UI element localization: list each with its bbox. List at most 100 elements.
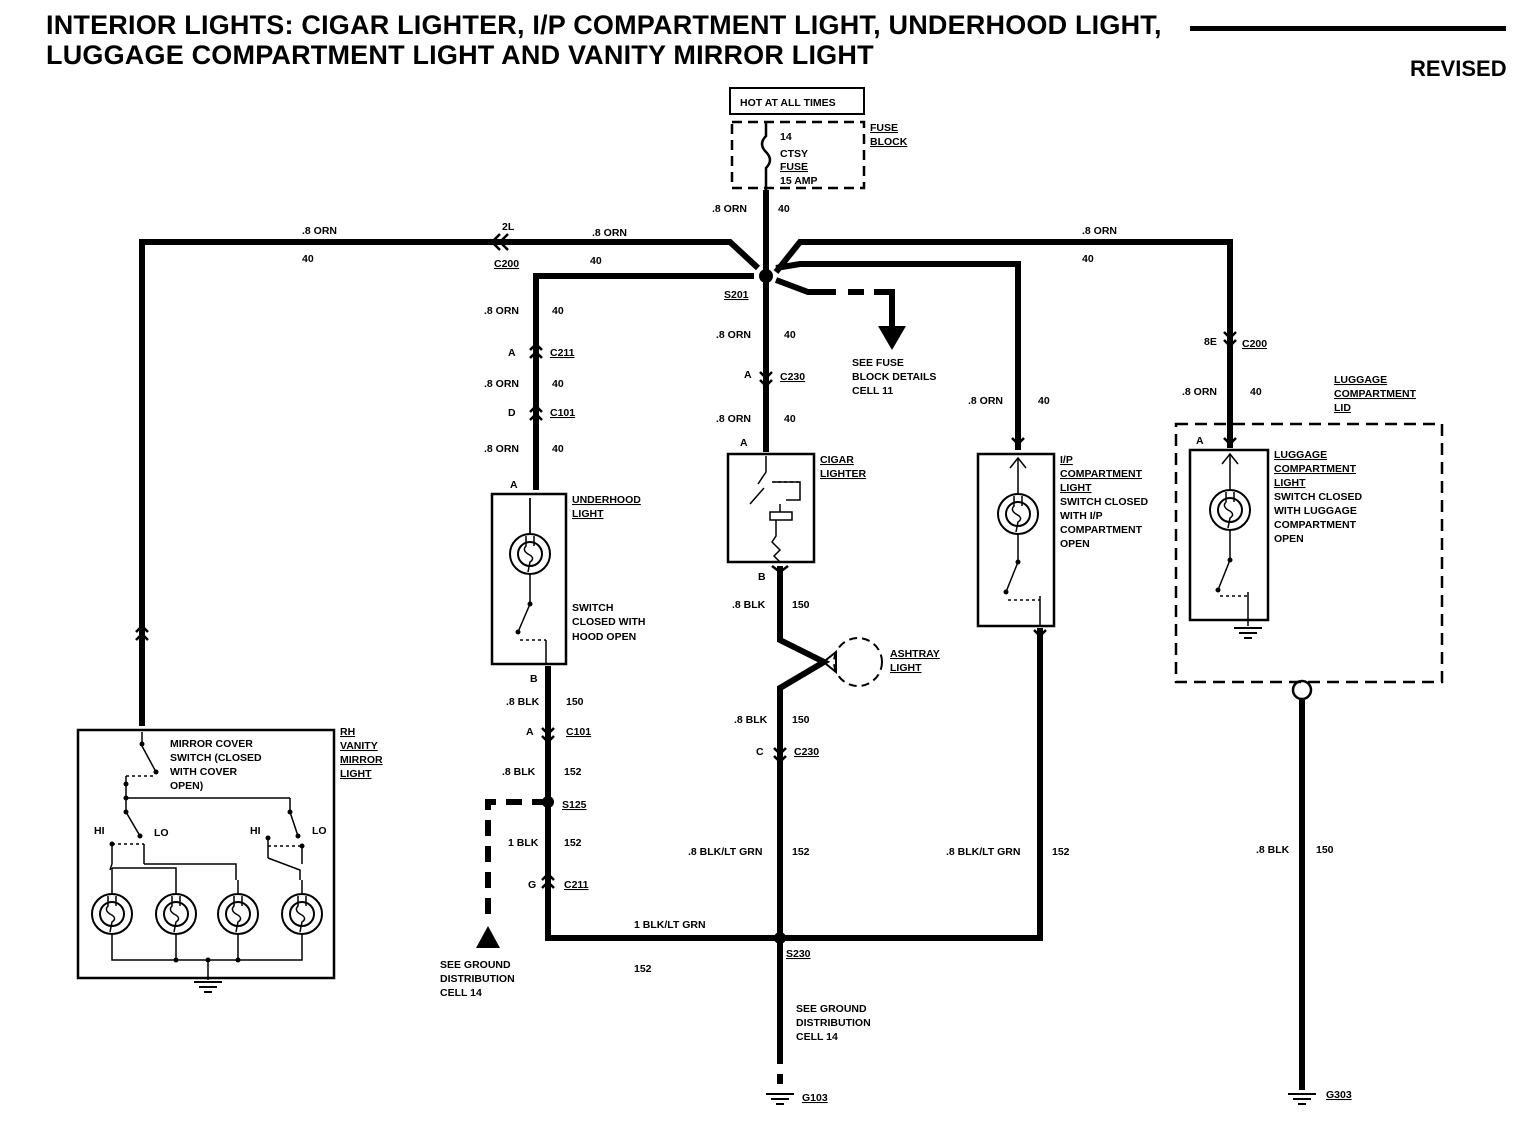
bottom-wire-color: 1 BLK/LT GRN bbox=[634, 919, 706, 931]
wire-to-underhood bbox=[533, 273, 754, 490]
ip-wire-color: .8 ORN bbox=[968, 395, 1003, 407]
fuse-name-1: CTSY bbox=[780, 148, 808, 160]
revised-label: REVISED bbox=[1410, 56, 1507, 81]
vanity-name-3: MIRROR bbox=[340, 754, 383, 766]
cig-wire2-circuit: 40 bbox=[784, 413, 796, 425]
diagram-title: INTERIOR LIGHTS: CIGAR LIGHTER, I/P COMP… bbox=[46, 10, 1162, 70]
wire-ip-ground bbox=[780, 628, 1043, 941]
c211-upper-label: C211 bbox=[550, 347, 575, 359]
mid-wire-color: .8 ORN bbox=[592, 227, 627, 239]
ground-dist-center-2: DISTRIBUTION bbox=[796, 1017, 871, 1029]
cig-wire1-color: .8 ORN bbox=[716, 329, 751, 341]
fuse-name-2: FUSE bbox=[780, 161, 808, 173]
wire-cigar-ground bbox=[777, 566, 831, 1060]
wire-to-fuse-details bbox=[774, 277, 836, 295]
cig-wire1-circuit: 40 bbox=[784, 329, 796, 341]
ip-switch-2: WITH I/P bbox=[1060, 510, 1103, 522]
left-wire-color: .8 ORN bbox=[302, 225, 337, 237]
underhood-pin-b: B bbox=[530, 673, 538, 685]
wire-to-ip bbox=[775, 261, 1021, 450]
luggage-name-3: LIGHT bbox=[1274, 477, 1306, 489]
ip-ltgrn-color: .8 BLK/LT GRN bbox=[946, 846, 1020, 858]
uh-blk1-color: .8 BLK bbox=[506, 696, 540, 708]
wiring bbox=[139, 190, 1305, 1090]
c101-pin-d: D bbox=[508, 407, 516, 419]
cigar-pin-a: A bbox=[740, 437, 748, 449]
underhood-switch-3: HOOD OPEN bbox=[572, 631, 636, 643]
wire-underhood-ground bbox=[545, 666, 780, 941]
underhood-light-box bbox=[490, 492, 568, 666]
underhood-pin-a: A bbox=[510, 479, 518, 491]
fuse-details-1: SEE FUSE bbox=[852, 357, 904, 369]
uh-blk3-circuit: 152 bbox=[564, 837, 582, 849]
cig-ltgrn-color: .8 BLK/LT GRN bbox=[688, 846, 762, 858]
ip-name-2: COMPARTMENT bbox=[1060, 468, 1143, 480]
ip-light-box bbox=[976, 452, 1056, 628]
c230-upper-label: C230 bbox=[780, 371, 805, 383]
ground-dist-left-3: CELL 14 bbox=[440, 987, 482, 999]
header-rule bbox=[1190, 26, 1506, 31]
fuse-number: 14 bbox=[780, 131, 792, 143]
fuse-details-leader bbox=[884, 289, 895, 330]
c230-pin-a: A bbox=[744, 369, 752, 381]
c211-pin-g: G bbox=[528, 879, 536, 891]
vanity-switch-1: MIRROR COVER bbox=[170, 738, 253, 750]
lug-blk-circuit: 150 bbox=[1316, 844, 1334, 856]
feed-wire-color: .8 ORN bbox=[712, 203, 747, 215]
fuse-amp: 15 AMP bbox=[780, 175, 818, 187]
cig-wire2-color: .8 ORN bbox=[716, 413, 751, 425]
vanity-hi-right: HI bbox=[250, 825, 261, 837]
c200-left-pin: 2L bbox=[502, 221, 515, 233]
luggage-light-box bbox=[1188, 448, 1270, 622]
c101-upper-label: C101 bbox=[550, 407, 575, 419]
uh-blk3-color: 1 BLK bbox=[508, 837, 539, 849]
vanity-mirror-box bbox=[76, 728, 336, 980]
uh-wire3-color: .8 ORN bbox=[484, 443, 519, 455]
underhood-name-2: LIGHT bbox=[572, 508, 604, 520]
vanity-switch-2: SWITCH (CLOSED bbox=[170, 752, 262, 764]
cigar-pin-b: B bbox=[758, 571, 766, 583]
luggage-switch-1: SWITCH CLOSED bbox=[1274, 491, 1362, 503]
ip-ltgrn-circuit: 152 bbox=[1052, 846, 1070, 858]
g303-ground-icon bbox=[1287, 1093, 1317, 1105]
luggage-name-1: LUGGAGE bbox=[1274, 449, 1327, 461]
lug-wire-color: .8 ORN bbox=[1182, 386, 1217, 398]
vanity-hi-left: HI bbox=[94, 825, 105, 837]
g103-label: G103 bbox=[802, 1092, 828, 1104]
splices bbox=[542, 269, 786, 944]
wire-to-vanity bbox=[139, 239, 761, 726]
hot-box bbox=[729, 87, 865, 115]
underhood-switch-1: SWITCH bbox=[572, 602, 613, 614]
right-wire-color: .8 ORN bbox=[1082, 225, 1117, 237]
fuse-block-2: BLOCK bbox=[870, 136, 908, 148]
c200-left-label: C200 bbox=[494, 258, 519, 270]
splice-s125 bbox=[542, 796, 554, 808]
luggage-switch-4: OPEN bbox=[1274, 533, 1304, 545]
c200-right-pin: 8E bbox=[1204, 336, 1217, 348]
lid-name-1: LUGGAGE bbox=[1334, 374, 1387, 386]
c211-lower-label: C211 bbox=[564, 879, 589, 891]
lid-pivot bbox=[1291, 679, 1313, 701]
hot-label: HOT AT ALL TIMES bbox=[740, 97, 836, 109]
uh-wire3-circuit: 40 bbox=[552, 443, 564, 455]
vanity-ground-icon bbox=[193, 981, 223, 993]
splice-s201 bbox=[759, 269, 773, 283]
vanity-switch-4: OPEN) bbox=[170, 780, 203, 792]
ip-switch-4: OPEN bbox=[1060, 538, 1090, 550]
mid-wire-circuit: 40 bbox=[590, 255, 602, 267]
fuse-details-2: BLOCK DETAILS bbox=[852, 371, 936, 383]
connector-marks bbox=[135, 233, 1237, 889]
fuse-block-box bbox=[730, 120, 866, 190]
g103-ground-icon bbox=[765, 1093, 795, 1105]
c230-lower-label: C230 bbox=[794, 746, 819, 758]
ip-name-3: LIGHT bbox=[1060, 482, 1092, 494]
ground-dist-center-1: SEE GROUND bbox=[796, 1003, 867, 1015]
vanity-switch-3: WITH COVER bbox=[170, 766, 237, 778]
c211-pin-a: A bbox=[508, 347, 516, 359]
ashtray-name-1: ASHTRAY bbox=[890, 648, 940, 660]
ground-dist-arrow bbox=[476, 926, 500, 948]
vanity-name-4: LIGHT bbox=[340, 768, 372, 780]
uh-blk1-circuit: 150 bbox=[566, 696, 584, 708]
wire-to-luggage bbox=[773, 239, 1233, 448]
